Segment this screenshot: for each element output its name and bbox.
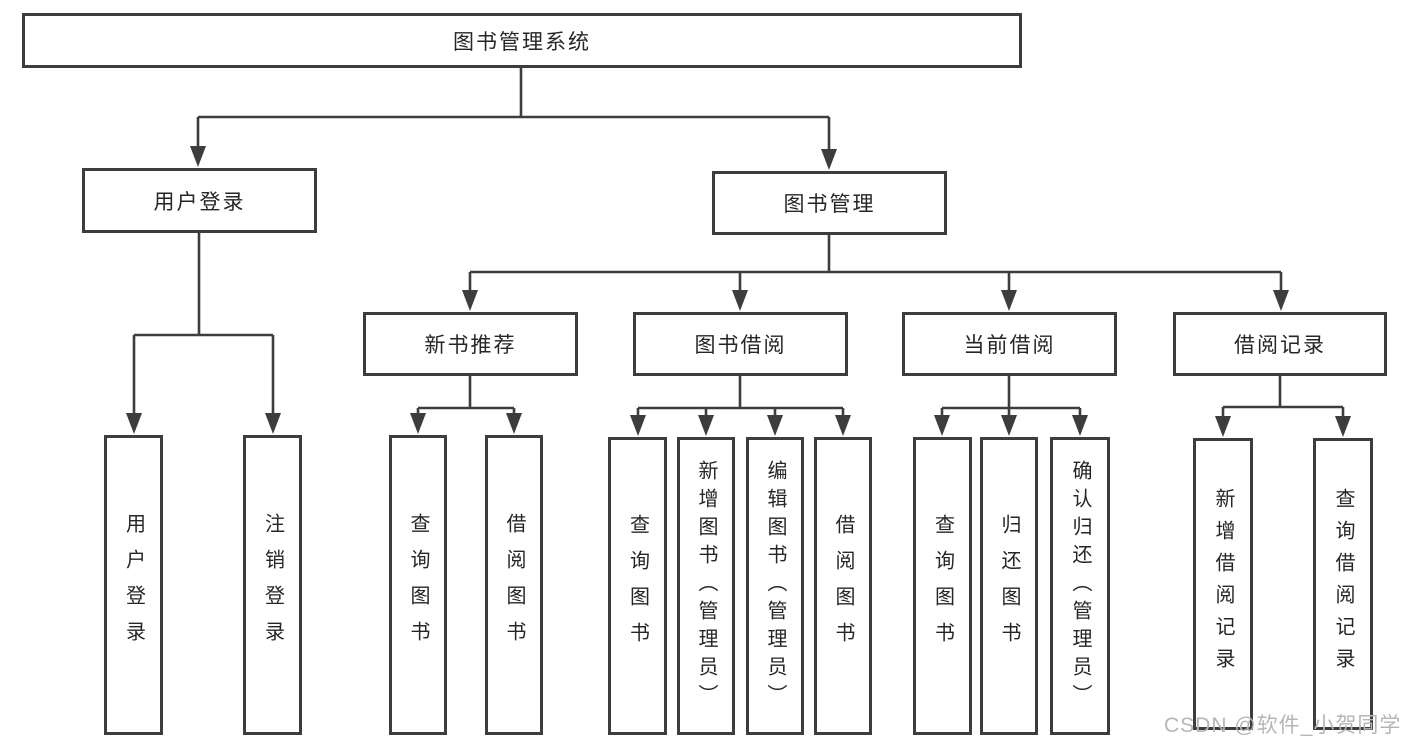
connector-root-to-level2 <box>190 68 837 170</box>
connector-book-borrowing-to-leaves <box>630 376 851 436</box>
leaf-query-borrowing-record: 查询借阅记录 <box>1313 438 1373 730</box>
node-borrowing-records: 借阅记录 <box>1173 312 1387 376</box>
connector-book-management-to-level3 <box>462 235 1289 311</box>
node-user-login: 用户登录 <box>82 168 317 233</box>
leaf-query-books-current: 查询图书 <box>913 437 972 735</box>
leaf-logout: 注销登录 <box>243 435 302 735</box>
node-book-borrowing: 图书借阅 <box>633 312 848 376</box>
node-library-management-system: 图书管理系统 <box>22 13 1022 68</box>
leaf-edit-book-admin: 编辑图书（管理员） <box>746 437 804 735</box>
leaf-user-login: 用户登录 <box>104 435 163 735</box>
leaf-add-book-admin: 新增图书（管理员） <box>677 437 735 735</box>
connector-current-borrowing-to-leaves <box>934 376 1088 436</box>
leaf-borrow-books: 借阅图书 <box>814 437 872 735</box>
connector-user-login-to-leaves <box>126 233 281 434</box>
leaf-query-books-recommend: 查询图书 <box>389 435 447 735</box>
leaf-add-borrowing-record: 新增借阅记录 <box>1193 438 1253 730</box>
leaf-borrow-books-recommend: 借阅图书 <box>485 435 543 735</box>
connector-borrowing-records-to-leaves <box>1215 376 1351 437</box>
connector-new-book-to-leaves <box>410 376 522 434</box>
node-current-borrowing: 当前借阅 <box>902 312 1117 376</box>
leaf-confirm-return-admin: 确认归还（管理员） <box>1050 437 1110 735</box>
watermark: CSDN @软件_小贺同学 <box>1164 714 1402 737</box>
leaf-query-books-borrowing: 查询图书 <box>608 437 667 735</box>
node-new-book-recommend: 新书推荐 <box>363 312 578 376</box>
leaf-return-books: 归还图书 <box>980 437 1038 735</box>
node-book-management: 图书管理 <box>712 171 947 235</box>
